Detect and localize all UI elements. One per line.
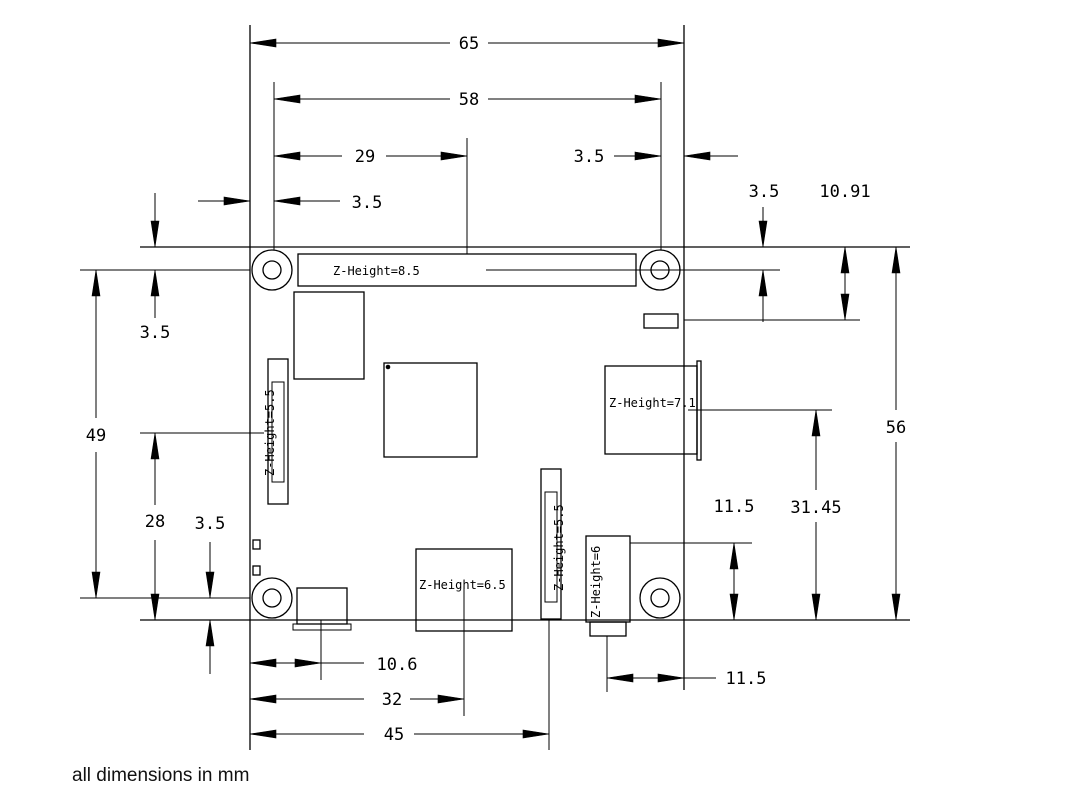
dim-hole-inset-top: 3.5 <box>749 182 780 202</box>
dim-hdmi-x: 32 <box>382 690 402 710</box>
dim-board-width: 65 <box>459 34 479 54</box>
soc-chip <box>383 362 478 458</box>
mounting-hole-bottom-left <box>251 577 293 619</box>
dim-camera-x: 45 <box>384 725 404 745</box>
camera-connector <box>540 468 562 620</box>
usb-connector <box>604 365 698 455</box>
power-connector-lip <box>292 623 352 631</box>
ram-chip <box>293 291 365 380</box>
dim-hole-inset-right: 3.5 <box>574 147 605 167</box>
led-small-2 <box>252 565 261 576</box>
z-height-usb: Z-Height=7.1 <box>609 396 696 410</box>
z-height-audio: Z-Height=6 <box>589 546 603 618</box>
mounting-hole-bottom-right <box>639 577 681 619</box>
z-height-gpio: Z-Height=8.5 <box>333 264 420 278</box>
display-connector <box>267 358 289 505</box>
units-caption: all dimensions in mm <box>72 765 250 786</box>
audio-jack-barrel <box>589 621 627 637</box>
z-height-display: Z-Height=5.5 <box>263 389 277 476</box>
dim-power-x: 10.6 <box>377 655 418 675</box>
z-height-hdmi: Z-Height=6.5 <box>419 578 506 592</box>
dim-usb-jack-y: 31.45 <box>790 498 841 518</box>
dim-display-conn-y: 28 <box>145 512 165 532</box>
dim-board-height: 56 <box>886 418 906 438</box>
power-connector <box>296 587 348 625</box>
dim-led-offset: 10.91 <box>819 182 870 202</box>
dim-audio-y: 11.5 <box>714 497 755 517</box>
camera-connector-inner <box>544 491 558 603</box>
dim-hole-spacing-x: 58 <box>459 90 479 110</box>
dim-hole-spacing-y: 49 <box>86 426 106 446</box>
z-height-camera: Z-Height=5.5 <box>552 504 566 591</box>
dim-connector-center: 29 <box>355 147 375 167</box>
dim-audio-x: 11.5 <box>726 669 767 689</box>
led-small-1 <box>252 539 261 550</box>
display-connector-inner <box>271 381 285 483</box>
soc-pin1-marker <box>385 364 391 370</box>
mounting-hole-top-left <box>251 249 293 291</box>
dim-hole-inset-bottom: 3.5 <box>195 514 226 534</box>
dim-hole-inset-left: 3.5 <box>352 193 383 213</box>
dim-hole-inset-top-left: 3.5 <box>140 323 171 343</box>
status-led <box>643 313 679 329</box>
